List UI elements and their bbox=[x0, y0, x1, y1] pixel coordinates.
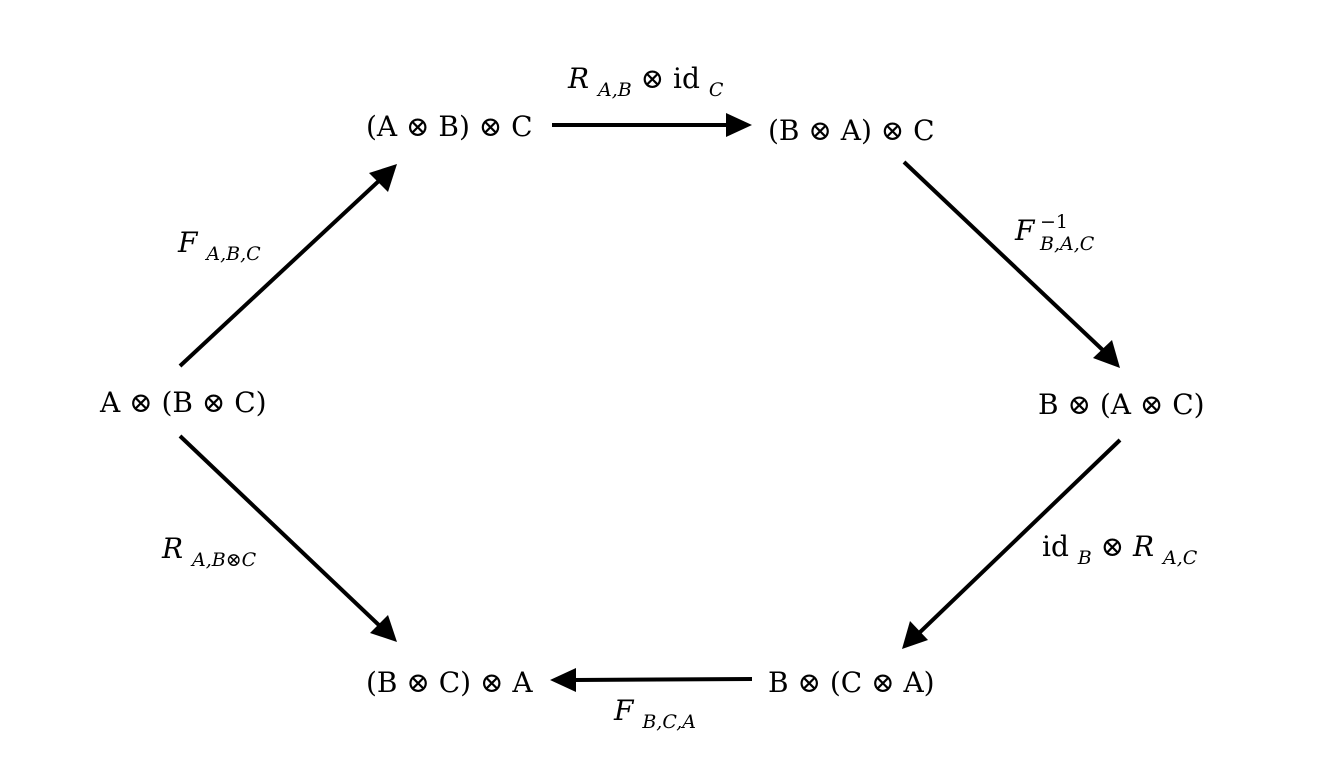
svg-text:F: F bbox=[1014, 214, 1036, 247]
arrow-bottom-right-to-bottom-left bbox=[550, 668, 753, 692]
arrow-left-to-bottom-left bbox=[178, 434, 397, 642]
node-top-right: (B ⊗ A) ⊗ C bbox=[768, 114, 935, 147]
arrow-top-left-to-top-right bbox=[552, 113, 752, 137]
arrow-right-to-bottom-right bbox=[902, 438, 1122, 649]
label-right-to-bottom-right: id B ⊗ R A,C bbox=[1042, 530, 1198, 571]
label-top-left-to-top-right: R A,B ⊗ id C bbox=[567, 62, 724, 103]
node-bottom-left: (B ⊗ C) ⊗ A bbox=[366, 666, 533, 699]
node-right: B ⊗ (A ⊗ C) bbox=[1038, 388, 1205, 421]
node-top-left: (A ⊗ B) ⊗ C bbox=[366, 110, 533, 143]
label-top-right-to-right: F −1 B,A,C bbox=[1014, 211, 1095, 255]
label-left-to-top-left: F A,B,C bbox=[177, 226, 261, 265]
label-left-to-bottom-left: R A,B⊗C bbox=[161, 532, 257, 571]
node-left: A ⊗ (B ⊗ C) bbox=[99, 386, 267, 419]
label-top-right-to-right-sub: B,A,C bbox=[1039, 233, 1095, 255]
arrow-left-to-top-left bbox=[178, 164, 397, 368]
node-bottom-right: B ⊗ (C ⊗ A) bbox=[768, 666, 935, 699]
label-top-right-to-right-sup: −1 bbox=[1040, 211, 1068, 233]
label-bottom-right-to-bottom-left: F B,C,A bbox=[613, 694, 696, 733]
arrow-top-right-to-right bbox=[902, 160, 1120, 368]
